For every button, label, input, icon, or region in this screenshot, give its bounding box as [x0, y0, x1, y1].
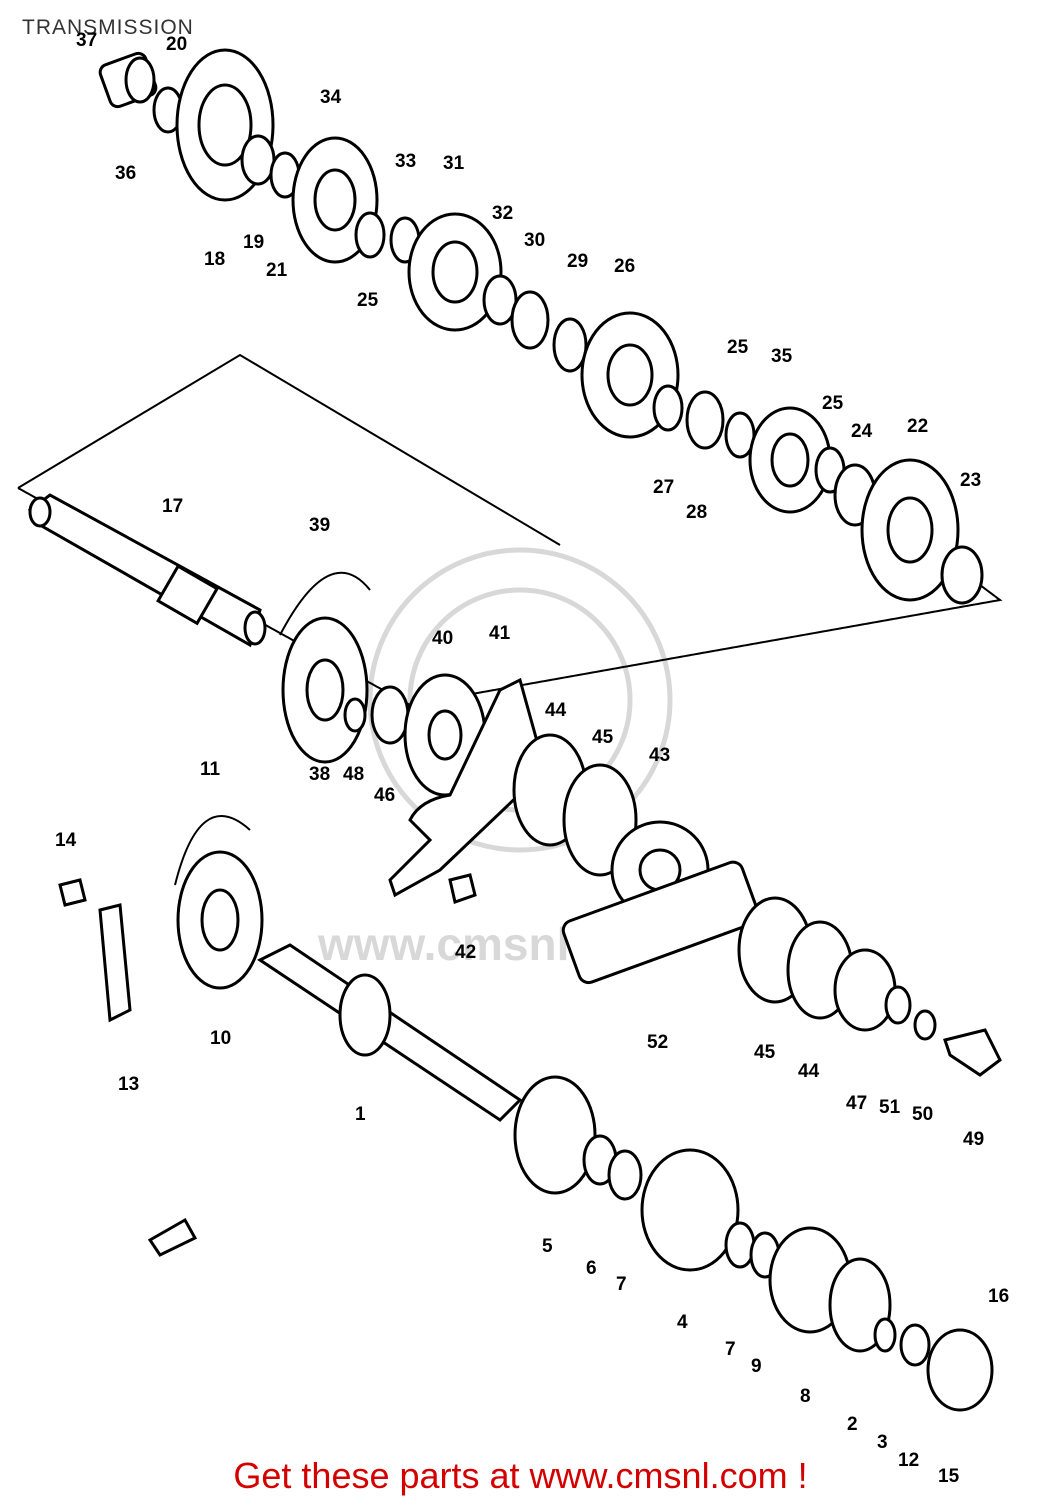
callout-1: 1 — [355, 1104, 366, 1125]
callout-50: 50 — [912, 1104, 933, 1125]
callout-28: 28 — [686, 502, 707, 523]
callout-23: 23 — [960, 470, 981, 491]
callout-8: 8 — [800, 1386, 811, 1407]
callout-51: 51 — [879, 1097, 901, 1118]
callout-42: 42 — [455, 942, 476, 963]
footer-link-text[interactable]: Get these parts at www.cmsnl.com ! — [233, 1455, 808, 1496]
callout-18: 18 — [204, 249, 225, 270]
callout-39: 39 — [309, 515, 330, 536]
callout-7b: 7 — [725, 1339, 736, 1360]
countershaft-parts — [98, 48, 984, 605]
callout-5: 5 — [542, 1236, 553, 1257]
watermark: www.cmsnl — [317, 547, 673, 970]
callout-10: 10 — [210, 1028, 231, 1049]
callout-16: 16 — [988, 1286, 1009, 1307]
callout-49: 49 — [963, 1129, 984, 1150]
output-parts — [279, 571, 1002, 1077]
watermark-text: www.cmsnl — [317, 918, 569, 970]
callout-4: 4 — [677, 1312, 688, 1333]
callout-9: 9 — [751, 1356, 762, 1377]
callout-36: 36 — [115, 163, 136, 184]
callout-43: 43 — [649, 745, 670, 766]
main-shaft-parts — [58, 815, 994, 1412]
callout-52: 52 — [647, 1032, 668, 1053]
callout-22: 22 — [907, 416, 928, 437]
callout-35: 35 — [771, 346, 793, 367]
callout-32: 32 — [492, 203, 513, 224]
callouts: 1 2 3 4 5 6 7 7 8 9 10 11 12 13 14 15 16… — [55, 30, 1009, 1487]
callout-27: 27 — [653, 477, 674, 498]
callout-47: 47 — [846, 1093, 867, 1114]
callout-12: 12 — [898, 1450, 919, 1471]
callout-30: 30 — [524, 230, 545, 251]
callout-20: 20 — [166, 34, 187, 55]
callout-41: 41 — [489, 623, 511, 644]
callout-33: 33 — [395, 151, 416, 172]
callout-45b: 45 — [754, 1042, 776, 1063]
callout-48: 48 — [343, 764, 364, 785]
callout-24: 24 — [851, 421, 873, 442]
callout-26: 26 — [614, 256, 635, 277]
callout-44a: 44 — [545, 700, 567, 721]
callout-19: 19 — [243, 232, 264, 253]
callout-15: 15 — [938, 1466, 960, 1487]
callout-46: 46 — [374, 785, 395, 806]
callout-6: 6 — [586, 1258, 597, 1279]
callout-44b: 44 — [798, 1061, 820, 1082]
callout-7a: 7 — [616, 1274, 627, 1295]
callout-11: 11 — [200, 759, 221, 780]
callout-45a: 45 — [592, 727, 614, 748]
callout-40: 40 — [432, 628, 453, 649]
callout-34: 34 — [320, 87, 342, 108]
callout-14: 14 — [55, 830, 77, 851]
callout-25a: 25 — [357, 290, 379, 311]
callout-25b: 25 — [727, 337, 749, 358]
callout-17: 17 — [162, 496, 183, 517]
callout-13: 13 — [118, 1074, 139, 1095]
callout-29: 29 — [567, 251, 588, 272]
callout-38: 38 — [309, 764, 330, 785]
diagram-title: TRANSMISSION — [22, 16, 194, 39]
countershaft — [27, 493, 267, 648]
callout-31: 31 — [443, 153, 465, 174]
callout-21: 21 — [266, 260, 288, 281]
callout-3: 3 — [877, 1432, 888, 1453]
callout-37: 37 — [76, 30, 97, 51]
callout-2: 2 — [847, 1414, 858, 1435]
countershaft-group-outline — [17, 353, 1003, 707]
callout-25c: 25 — [822, 393, 844, 414]
